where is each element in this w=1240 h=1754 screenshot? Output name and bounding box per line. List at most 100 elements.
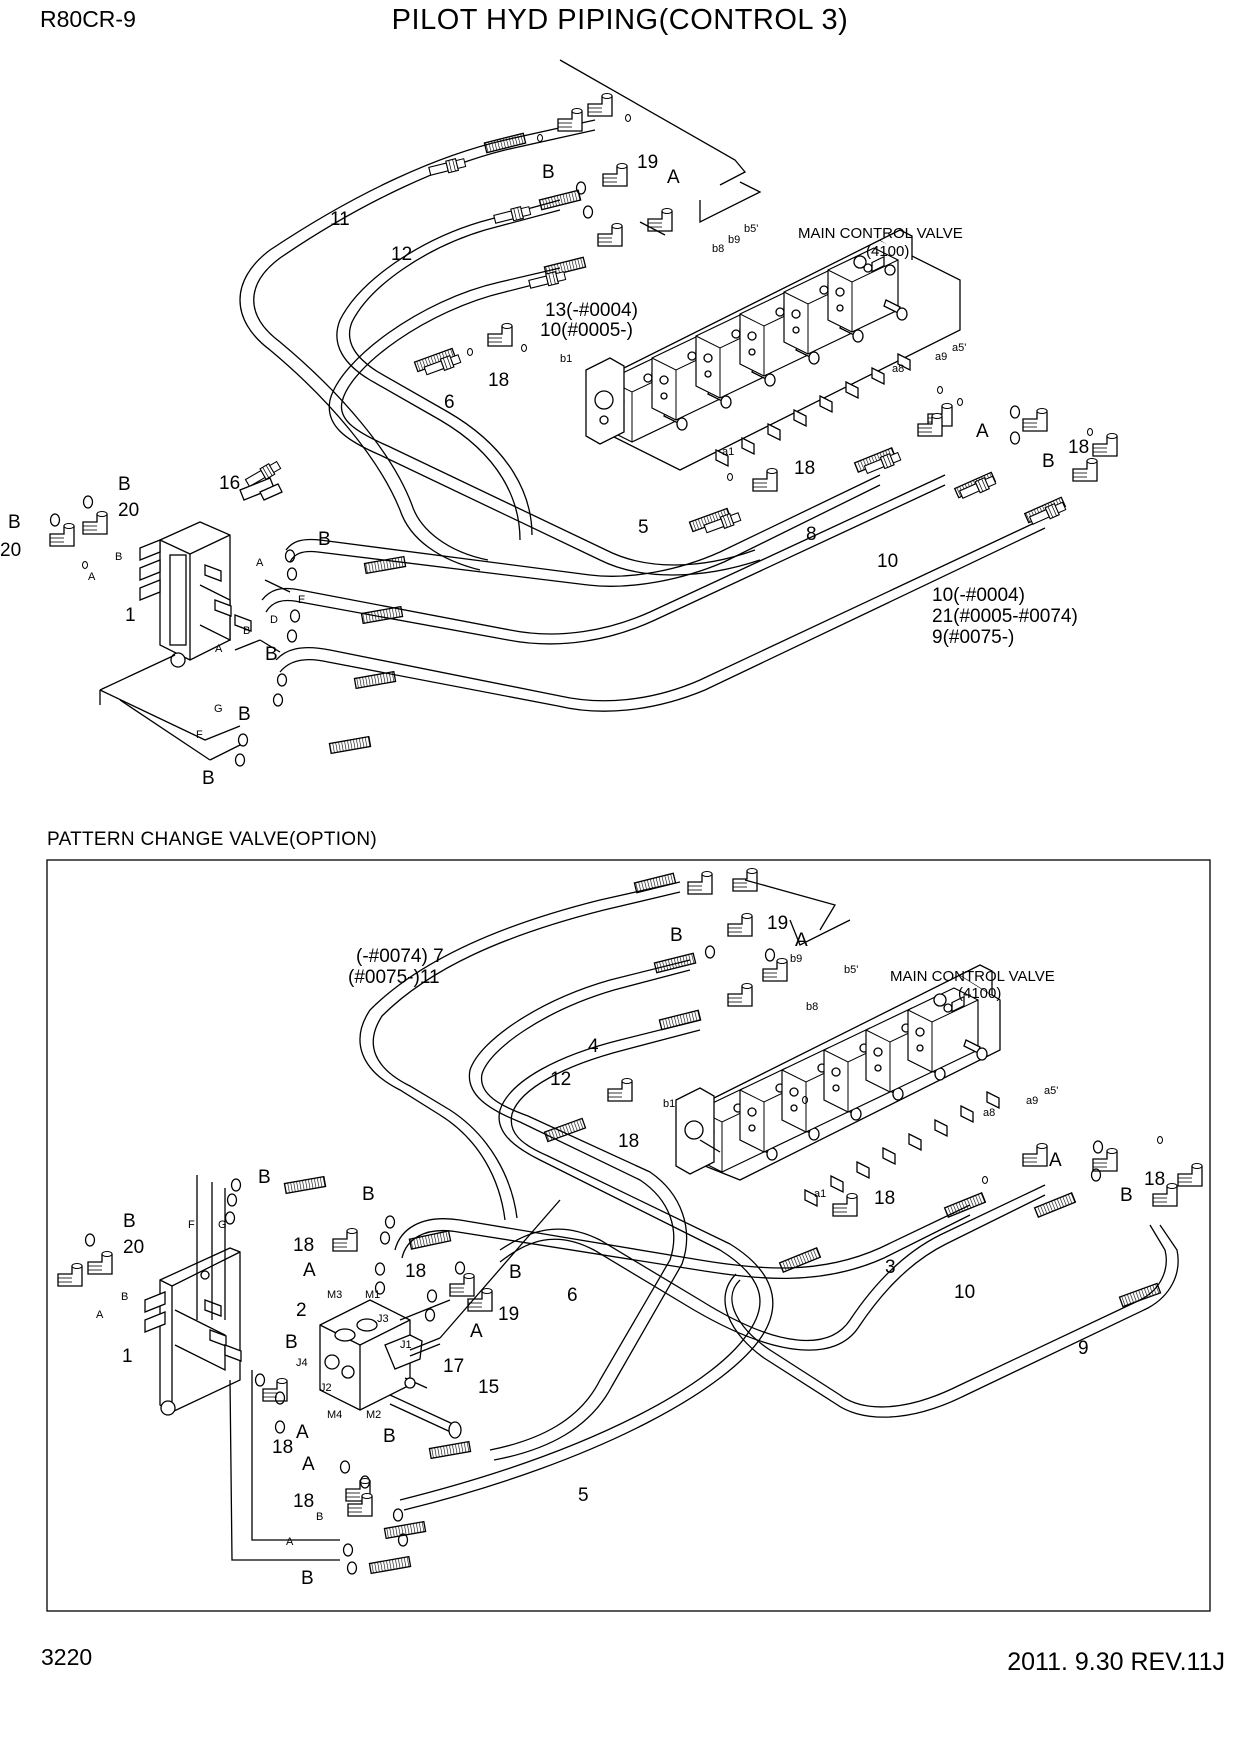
callout-b: B xyxy=(118,474,131,495)
port-m1: M1 xyxy=(365,1289,380,1301)
port-g: G xyxy=(218,1219,227,1231)
callout-10-variant: 10(-#0004) xyxy=(932,585,1025,606)
callout-15: 15 xyxy=(478,1377,499,1398)
main-control-valve-top xyxy=(585,229,961,471)
port-a: A xyxy=(256,557,264,569)
callout-b: B xyxy=(383,1426,396,1447)
hose-crimps-bottom xyxy=(283,872,1162,1575)
port-b9: b9 xyxy=(790,953,802,965)
callout-13: 13(-#0004) xyxy=(545,300,638,321)
callout-8: 8 xyxy=(806,524,817,545)
top-view xyxy=(49,59,1118,767)
callout-b: B xyxy=(318,529,331,550)
callout-2: 2 xyxy=(296,1300,307,1321)
port-b1: b1 xyxy=(560,353,572,365)
model-number: R80CR-9 xyxy=(40,6,136,32)
callout-18: 18 xyxy=(293,1235,314,1256)
mcv-name-bottom: MAIN CONTROL VALVE xyxy=(890,968,1055,985)
port-b5p: b5' xyxy=(744,223,758,235)
port-j1: J1 xyxy=(400,1339,412,1351)
block-1-bottom xyxy=(144,1175,242,1416)
callout-19: 19 xyxy=(767,913,788,934)
mcv-code-top: (4100) xyxy=(866,243,909,260)
callout-a: A xyxy=(795,930,808,951)
callout-b: B xyxy=(265,644,278,665)
callout-6: 6 xyxy=(567,1285,578,1306)
port-j2: J2 xyxy=(320,1382,332,1394)
callout-17: 17 xyxy=(443,1356,464,1377)
port-a5p: a5' xyxy=(1044,1085,1058,1097)
callout-a: A xyxy=(667,167,680,188)
callout-10: 10 xyxy=(954,1282,975,1303)
revision-date: 2011. 9.30 REV.11J xyxy=(1007,1648,1225,1676)
port-a5p: a5' xyxy=(952,342,966,354)
port-a: A xyxy=(286,1536,294,1548)
callout-b: B xyxy=(202,768,215,789)
callout-7: (-#0074) 7 xyxy=(356,946,444,967)
callout-a: A xyxy=(302,1454,315,1475)
callout-18: 18 xyxy=(794,458,815,479)
callout-b: B xyxy=(509,1262,522,1283)
bottom-view xyxy=(57,867,1203,1575)
callout-20: 20 xyxy=(0,540,21,561)
port-b5p: b5' xyxy=(844,964,858,976)
callout-1: 1 xyxy=(125,605,136,626)
top-view-labels: MAIN CONTROL VALVE (4100) 11 12 19 B A 1… xyxy=(0,152,1089,789)
callout-a: A xyxy=(296,1422,309,1443)
callout-b: B xyxy=(670,925,683,946)
callout-b: B xyxy=(123,1211,136,1232)
callout-18: 18 xyxy=(874,1188,895,1209)
pattern-change-valve xyxy=(319,1299,462,1439)
bottom-view-labels: MAIN CONTROL VALVE (4100) (-#0074) 7 (#0… xyxy=(96,913,1165,1589)
block-1-top xyxy=(139,477,283,668)
callout-9: 9 xyxy=(1078,1338,1089,1359)
port-g: G xyxy=(214,703,223,715)
callout-19: 19 xyxy=(498,1304,519,1325)
callout-b: B xyxy=(1120,1185,1133,1206)
callout-a: A xyxy=(976,421,989,442)
port-a8: a8 xyxy=(892,363,904,375)
port-a9: a9 xyxy=(935,351,947,363)
callout-b: B xyxy=(1042,451,1055,472)
callout-9-variant: 9(#0075-) xyxy=(932,627,1014,648)
callout-18: 18 xyxy=(488,370,509,391)
callout-19: 19 xyxy=(637,152,658,173)
callout-a: A xyxy=(1049,1150,1062,1171)
port-a: A xyxy=(96,1309,104,1321)
callout-12: 12 xyxy=(550,1069,571,1090)
callout-18: 18 xyxy=(1144,1169,1165,1190)
port-b: B xyxy=(243,625,250,637)
callout-10: 10 xyxy=(877,551,898,572)
callout-b: B xyxy=(238,704,251,725)
callout-18: 18 xyxy=(272,1437,293,1458)
port-f: F xyxy=(188,1219,195,1231)
callout-a: A xyxy=(303,1260,316,1281)
callout-4: 4 xyxy=(588,1036,599,1057)
callout-18: 18 xyxy=(293,1491,314,1512)
callout-12: 12 xyxy=(391,244,412,265)
callout-b: B xyxy=(258,1167,271,1188)
callout-1: 1 xyxy=(122,1346,133,1367)
callout-b: B xyxy=(8,512,21,533)
callout-5: 5 xyxy=(638,517,649,538)
port-a8: a8 xyxy=(983,1107,995,1119)
callout-11: 11 xyxy=(330,209,350,230)
port-d: D xyxy=(270,614,278,626)
port-b8: b8 xyxy=(712,243,724,255)
port-a1: a1 xyxy=(814,1188,826,1200)
port-b1: b1 xyxy=(663,1098,675,1110)
port-j4: J4 xyxy=(296,1357,308,1369)
option-frame xyxy=(46,859,1211,1612)
callout-18: 18 xyxy=(1068,437,1089,458)
page-number: 3220 xyxy=(41,1644,93,1670)
port-b: B xyxy=(316,1511,323,1523)
port-a: A xyxy=(215,643,223,655)
port-m4: M4 xyxy=(327,1409,342,1421)
callout-b: B xyxy=(301,1568,314,1589)
callout-18: 18 xyxy=(405,1261,426,1282)
callout-16: 16 xyxy=(219,473,240,494)
port-a1: a1 xyxy=(722,446,734,458)
port-a9: a9 xyxy=(1026,1095,1038,1107)
port-m2: M2 xyxy=(366,1409,381,1421)
